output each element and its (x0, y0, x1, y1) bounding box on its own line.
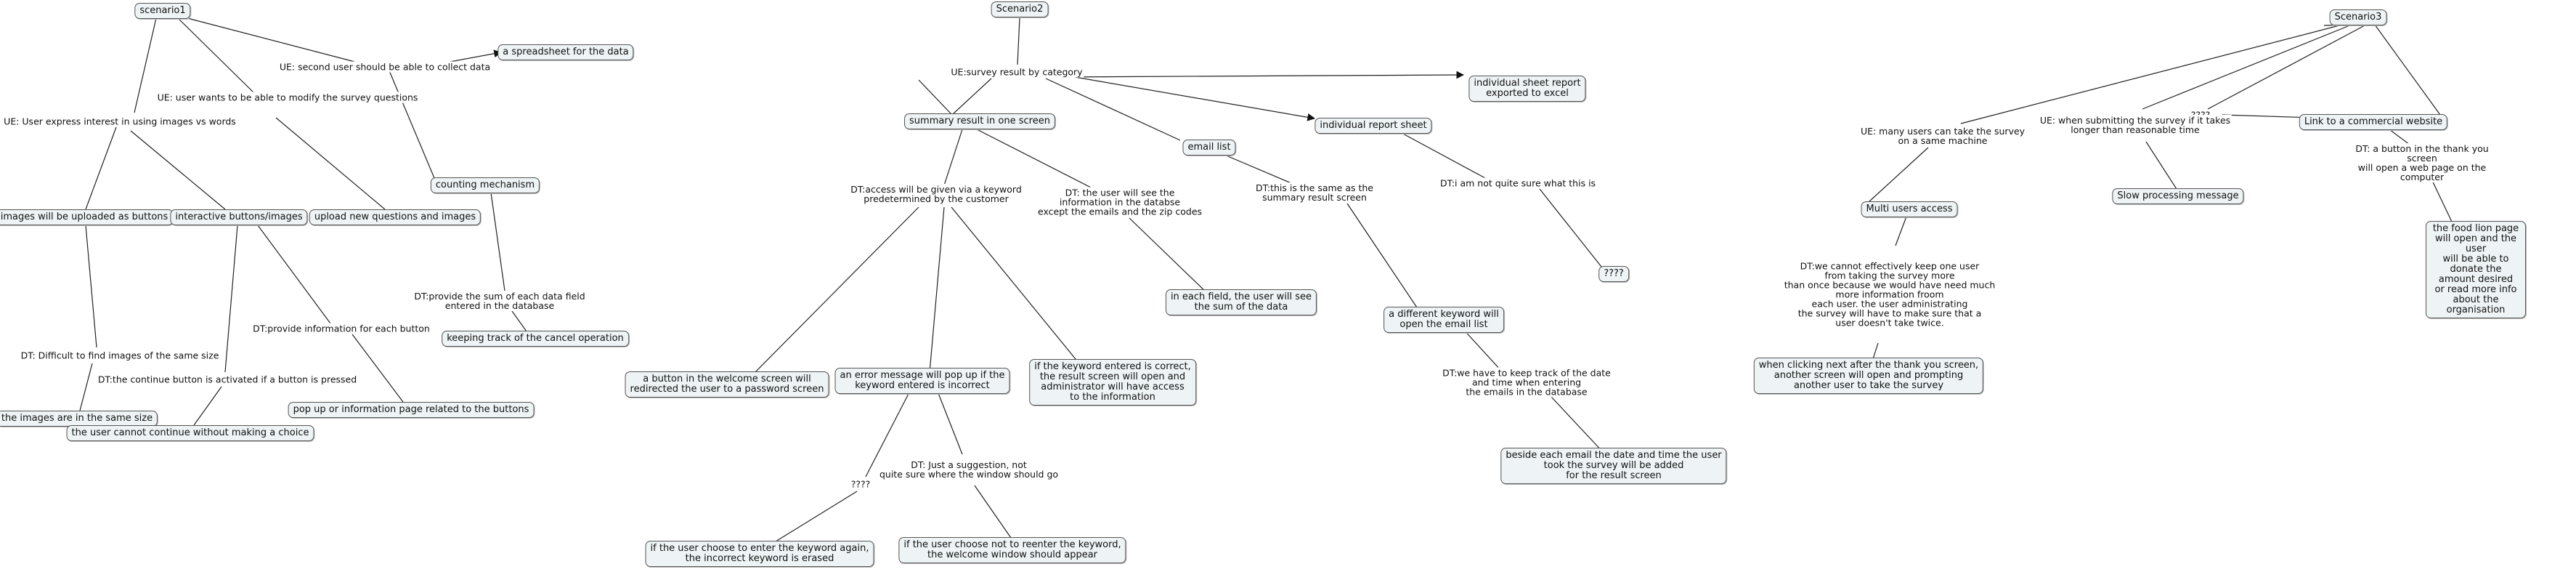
images-same-size-node[interactable]: the images are in the same size (0, 411, 158, 427)
connector-line (257, 225, 331, 324)
connector-line (951, 206, 1083, 368)
connector-line (388, 68, 435, 179)
connector-line (2374, 24, 2441, 116)
food-lion-node[interactable]: the food lion page will open and the use… (2426, 221, 2526, 318)
connector-line (187, 17, 364, 65)
link-commercial-node[interactable]: Link to a commercial website (2299, 114, 2448, 130)
connector-line (2207, 24, 2367, 110)
connector-line (1868, 147, 1929, 203)
qqqq-label-2: ???? (849, 478, 872, 490)
connector-line (134, 17, 157, 113)
connector-line (275, 117, 386, 210)
connector-line (177, 17, 255, 94)
connector-line (929, 206, 945, 374)
connector-line (2145, 141, 2177, 190)
connector-line (943, 129, 963, 186)
multi-users-node[interactable]: Multi users access (1861, 201, 1958, 217)
ue-survey-category-label: UE:survey result by category (949, 66, 1084, 78)
connector-line (952, 78, 992, 115)
connector-line (85, 225, 97, 348)
connector-line (974, 485, 1012, 539)
different-keyword-node[interactable]: a different keyword will open the email … (1384, 307, 1504, 333)
dt-not-sure-label: DT:i am not quite sure what this is (1438, 177, 1598, 189)
connector-line (1060, 71, 1465, 79)
connector-line (751, 206, 919, 376)
dt-user-see-label: DT: the user will see the information in… (1036, 187, 1204, 217)
connector-line (79, 363, 93, 411)
button-welcome-node[interactable]: a button in the welcome screen will redi… (625, 371, 829, 398)
dt-continue-label: DT:the continue button is activated if a… (96, 374, 359, 385)
connector-line (490, 192, 505, 291)
qqqq-node[interactable]: ???? (1598, 266, 1629, 282)
interactive-buttons-node[interactable]: interactive buttons/images (170, 209, 308, 225)
connector-line (1960, 24, 2343, 124)
connector-line (2142, 24, 2352, 110)
connector-line (936, 389, 963, 455)
cannot-continue-node[interactable]: the user cannot continue without making … (66, 425, 314, 441)
error-popup-node[interactable]: an error message will pop up if the keyw… (834, 368, 1010, 394)
keyword-again-node[interactable]: if the user choose to enter the keyword … (645, 541, 874, 567)
dt-button-thank-label: DT: a button in the thank you screen wil… (2345, 143, 2499, 182)
scenario3-node[interactable]: Scenario3 (2329, 9, 2387, 25)
connector-line (1129, 217, 1210, 296)
connector-line (130, 130, 226, 210)
ue-second-user-label: UE: second user should be able to collec… (277, 61, 492, 73)
connector-line (1074, 76, 1316, 121)
spreadsheet-node[interactable]: a spreadsheet for the data (497, 44, 634, 60)
each-field-node[interactable]: in each field, the user will see the sum… (1165, 289, 1317, 315)
individual-excel-node[interactable]: individual sheet report exported to exce… (1468, 76, 1586, 102)
ue-interest-label: UE: User express interest in using image… (2, 116, 237, 127)
connector-line (976, 129, 1097, 191)
connector-line (1346, 203, 1421, 313)
connector-line (2222, 114, 2314, 118)
summary-one-screen-node[interactable]: summary result in one screen (904, 113, 1055, 129)
beside-email-node[interactable]: beside each email the date and time the … (1500, 448, 1727, 484)
images-uploaded-node[interactable]: images will be uploaded as buttons (0, 209, 174, 225)
connector-line (865, 389, 911, 478)
slow-processing-node[interactable]: Slow processing message (2112, 188, 2244, 204)
ue-modify-label: UE: user wants to be able to modify the … (155, 92, 420, 103)
connector-line (1539, 188, 1602, 267)
keyword-correct-node[interactable]: if the keyword entered is correct, the r… (1029, 359, 1196, 406)
connector-line (511, 310, 527, 332)
counting-mechanism-node[interactable]: counting mechanism (430, 177, 540, 193)
not-reenter-node[interactable]: if the user choose not to reenter the ke… (898, 537, 1126, 563)
connector-line (1895, 216, 1907, 246)
ue-submitting-label: UE: when submitting the survey if it tak… (2038, 115, 2232, 135)
connector-line (1017, 17, 1020, 65)
dt-access-label: DT:access will be given via a keyword pr… (849, 184, 1023, 204)
dt-info-button-label: DT:provide information for each button (251, 323, 431, 334)
keeping-track-node[interactable]: keeping track of the cancel operation (442, 331, 629, 347)
dt-difficult-label: DT: Difficult to find images of the same… (19, 350, 221, 361)
scenario1-node[interactable]: scenario1 (134, 3, 191, 19)
popup-info-node[interactable]: pop up or information page related to th… (288, 402, 535, 418)
individual-report-node[interactable]: individual report sheet (1315, 118, 1432, 134)
upload-questions-node[interactable]: upload new questions and images (309, 209, 482, 225)
dt-same-summary-label: DT:this is the same as the summary resul… (1254, 182, 1375, 203)
connector-line (1224, 154, 1297, 186)
connector-line (1461, 327, 1502, 371)
connector-line (1550, 395, 1606, 455)
dt-cannot-effectively-label: DT:we cannot effectively keep one user f… (1782, 260, 1997, 329)
connector-line (85, 126, 117, 210)
connector-line (193, 386, 222, 426)
connector-line (352, 334, 404, 403)
connector-line (1401, 132, 1486, 179)
dt-sum-label: DT:provide the sum of each data field en… (413, 291, 587, 311)
connector-line (1045, 78, 1181, 141)
ue-many-users-label: UE: many users can take the survey on a … (1858, 126, 2027, 146)
connector-line (224, 225, 238, 373)
clicking-next-node[interactable]: when clicking next after the thank you s… (1753, 358, 1984, 394)
scenario2-node[interactable]: Scenario2 (991, 1, 1049, 17)
dt-suggestion-label: DT: Just a suggestion, not quite sure wh… (877, 459, 1060, 480)
dt-track-date-label: DT:we have to keep track of the date and… (1441, 367, 1612, 398)
email-list-node[interactable]: email list (1182, 140, 1236, 156)
connector-line (775, 491, 858, 542)
